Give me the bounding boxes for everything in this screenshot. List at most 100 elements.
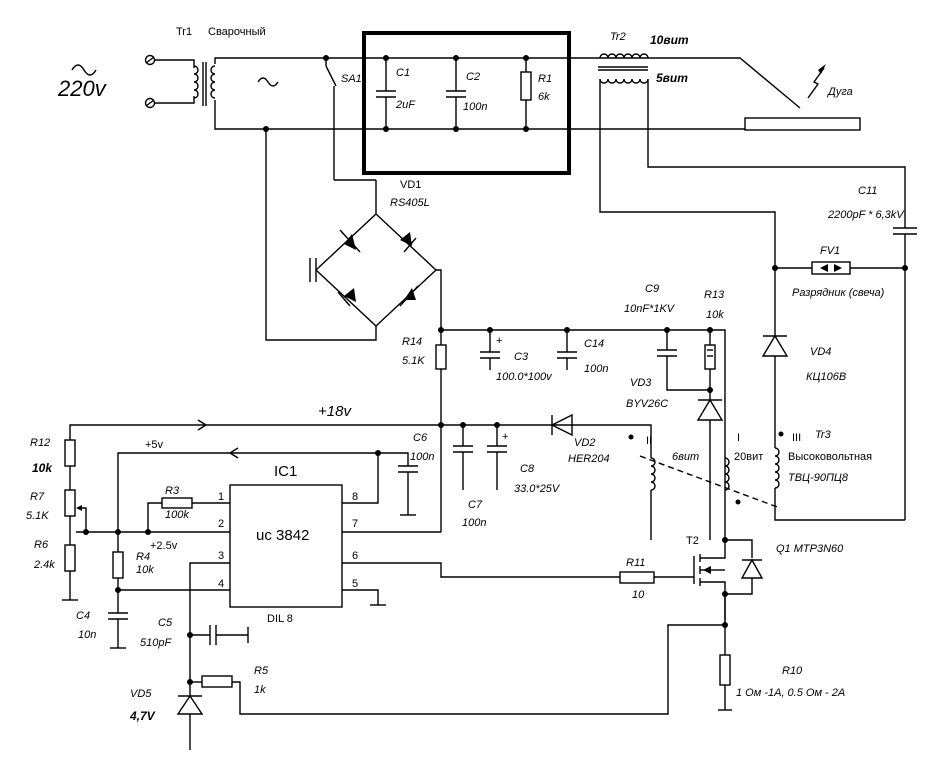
r5-value: 1k xyxy=(254,684,266,696)
c5-name: C5 xyxy=(158,617,173,629)
tr1-primary-coil xyxy=(193,65,199,99)
arc-label: Дуга xyxy=(826,86,853,98)
capacitor-c11: C11 2200pF * 6,3kV xyxy=(827,185,917,520)
sa1-label: SA1 xyxy=(341,73,362,85)
winding-ii-label: II xyxy=(646,435,652,447)
c6-value: 100n xyxy=(410,451,434,463)
fv1-desc: Разрядник (свеча) xyxy=(792,287,885,299)
r13-name: R13 xyxy=(704,289,725,301)
timing-r4-c4: R4 10k C4 10n xyxy=(76,551,230,649)
r10-value: 1 Ом -1А, 0.5 Ом - 2А xyxy=(736,687,845,699)
top-rail-wire xyxy=(214,57,801,109)
tr3-desc-1: Высоковольтная xyxy=(788,451,872,463)
c5-value: 510pF xyxy=(140,637,172,649)
vd2-name: VD2 xyxy=(574,437,595,449)
vd4-value: КЦ106В xyxy=(806,371,846,383)
hv-dc-rail xyxy=(441,329,726,540)
tr2-primary-coil xyxy=(599,53,649,59)
spark-gap-fv1: FV1 Разрядник (свеча) xyxy=(772,245,908,299)
resistor-r10: R10 1 Ом -1А, 0.5 Ом - 2А xyxy=(232,594,845,715)
tr2-secondary-turns: 5вит xyxy=(656,71,688,85)
diode-vd4: VD4 КЦ106В xyxy=(761,268,846,448)
r6-value: 2.4k xyxy=(33,559,55,571)
divider-r12-r7-r6: R12 10k R7 5.1K R6 2.4k xyxy=(26,437,87,601)
r14-value: 5.1K xyxy=(402,355,425,367)
tr3-winding-i xyxy=(724,457,730,491)
supply-18v-line: +18v C7 100n + C8 33.0*25V xyxy=(69,403,652,529)
capacitor-c9: C9 10nF*1KV xyxy=(624,283,710,391)
vd1-name: VD1 xyxy=(400,179,421,191)
fv1-name: FV1 xyxy=(820,245,840,257)
r14-name: R14 xyxy=(402,336,422,348)
resistor-r13: R13 10k xyxy=(704,289,725,400)
arc-spark-icon xyxy=(807,67,825,99)
resistor-r3: R3 100k xyxy=(147,485,230,532)
r7-name: R7 xyxy=(30,491,45,503)
rc-snubber-box: C1 2uF C2 100n R1 6k xyxy=(362,31,571,175)
c2-name: C2 xyxy=(466,71,480,83)
ic1-uc3842: IC1 uc 3842 DIL 8 1 2 3 4 8 7 6 5 xyxy=(218,453,620,625)
c14-name: C14 xyxy=(584,338,604,350)
c9-value: 10nF*1KV xyxy=(624,303,676,315)
r3-value: 100k xyxy=(165,509,189,521)
r11-name: R11 xyxy=(626,557,645,569)
vd5-name: VD5 xyxy=(130,688,152,700)
r6-name: R6 xyxy=(34,539,49,551)
svg-text:2: 2 xyxy=(218,518,224,530)
q1-desc: Q1 MTP3N60 xyxy=(776,543,844,555)
diode-bridge-vd1: VD1 RS405L xyxy=(265,129,442,341)
winding-i-turns: 20вит xyxy=(734,451,763,463)
tr2-secondary-coil xyxy=(599,78,649,84)
svg-text:6: 6 xyxy=(352,550,358,562)
svg-text:1: 1 xyxy=(218,491,224,503)
vref-5v-line: +5v C6 100n xyxy=(117,432,434,552)
r12-name: R12 xyxy=(30,437,50,449)
r3-name: R3 xyxy=(165,485,180,497)
vd4-name: VD4 xyxy=(810,346,831,358)
c1-value: 2uF xyxy=(395,99,416,111)
v18-label: +18v xyxy=(318,403,352,420)
tr3-desc-2: ТВЦ-90ПЦ8 xyxy=(788,472,849,484)
winding-i-label: I xyxy=(737,432,740,444)
tr3-winding-ii xyxy=(650,457,656,491)
v25-label: +2.5v xyxy=(150,540,178,552)
c3-name: C3 xyxy=(514,351,529,363)
ic1-name: IC1 xyxy=(274,463,297,480)
c4-name: C4 xyxy=(76,610,90,622)
vd1-value: RS405L xyxy=(390,197,430,209)
c9-name: C9 xyxy=(645,283,659,295)
r7-value: 5.1K xyxy=(26,510,49,522)
c14-value: 100n xyxy=(584,363,608,375)
svg-text:8: 8 xyxy=(352,491,358,503)
tr3-winding-iii xyxy=(774,447,780,489)
arc-electrodes: Дуга xyxy=(744,64,861,131)
vd3-name: VD3 xyxy=(630,377,652,389)
ic1-chip: uc 3842 xyxy=(256,527,309,544)
vd3-value: BYV26C xyxy=(626,398,668,410)
c7-name: C7 xyxy=(468,499,483,511)
c1-name: C1 xyxy=(396,67,410,79)
t2-name: T2 xyxy=(686,535,699,547)
c8-value: 33.0*25V xyxy=(514,483,561,495)
winding-iii-label: III xyxy=(792,432,801,444)
ac-source-icon xyxy=(71,64,97,76)
current-sense-c5-vd5-r5: C5 510pF R5 1k VD5 4,7V xyxy=(129,562,269,750)
r1-name: R1 xyxy=(538,73,552,85)
workpiece-plate xyxy=(744,117,861,131)
resistor-r14: R14 5.1K xyxy=(402,330,447,532)
r10-name: R10 xyxy=(782,665,803,677)
transformer-tr2: Tr2 10вит 5вит xyxy=(598,31,906,268)
tr1-name: Tr1 xyxy=(176,26,192,38)
tr3-name: Tr3 xyxy=(815,429,832,441)
c7-value: 100n xyxy=(462,517,486,529)
r11-value: 10 xyxy=(632,589,645,601)
svg-text:4: 4 xyxy=(218,578,224,590)
svg-text:7: 7 xyxy=(352,518,358,530)
svg-text:3: 3 xyxy=(218,550,224,562)
c11-name: C11 xyxy=(858,185,877,197)
c2-value: 100n xyxy=(463,101,487,113)
c8-name: C8 xyxy=(520,463,535,475)
ac-output-icon xyxy=(257,77,279,87)
mains-input: 220v xyxy=(57,54,195,109)
r1-value: 6k xyxy=(538,91,550,103)
